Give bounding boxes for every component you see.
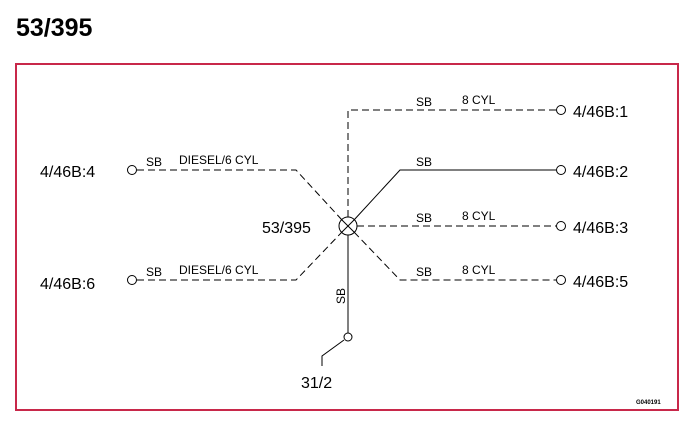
- wire-to-4-46b-6: [127, 231, 343, 285]
- wire-note-label: DIESEL/6 CYL: [179, 153, 259, 167]
- wire-color-label: SB: [416, 211, 432, 225]
- terminal-4-46b-2: [556, 165, 566, 175]
- terminal-label: 4/46B:2: [573, 164, 628, 181]
- terminal-label: 4/46B:5: [573, 274, 628, 291]
- terminal-4-46b-4: [127, 165, 137, 175]
- wire-to-4-46b-4: [127, 165, 343, 221]
- wire-to-4-46b-5: [353, 231, 566, 285]
- reference-code: G040191: [636, 400, 661, 406]
- wire-to-ground: [321, 235, 353, 366]
- wire-note-label: 8 CYL: [462, 209, 496, 223]
- wire-note-label: 8 CYL: [462, 263, 496, 277]
- terminal-label: 4/46B:4: [40, 164, 95, 181]
- terminal-4-46b-5: [556, 275, 566, 285]
- diagram-frame: [15, 63, 679, 411]
- wire-color-label: SB: [146, 265, 162, 279]
- page-title: 53/395: [16, 14, 93, 42]
- terminal-label: 4/46B:6: [40, 276, 95, 293]
- terminal-label: 4/46B:1: [573, 104, 628, 121]
- terminal-label: 4/46B:3: [573, 220, 628, 237]
- wire-color-label: SB: [146, 155, 162, 169]
- terminal-4-46b-6: [127, 275, 137, 285]
- wire-to-4-46b-2: [353, 165, 566, 221]
- terminal-4-46b-1: [556, 105, 566, 115]
- ground-terminal: [343, 332, 353, 342]
- terminal-4-46b-3: [556, 221, 566, 231]
- wire-note-label: DIESEL/6 CYL: [179, 263, 259, 277]
- wire-color-label: SB: [334, 288, 348, 304]
- wire-to-4-46b-1: [347, 105, 566, 217]
- splice-label: 53/395: [262, 220, 311, 237]
- wire-to-4-46b-3: [357, 221, 566, 231]
- wire-color-label: SB: [416, 265, 432, 279]
- ground-symbol: [321, 339, 345, 366]
- wire-color-label: SB: [416, 95, 432, 109]
- wire-note-label: 8 CYL: [462, 93, 496, 107]
- terminal-label: 31/2: [301, 375, 332, 392]
- wire-color-label: SB: [416, 155, 432, 169]
